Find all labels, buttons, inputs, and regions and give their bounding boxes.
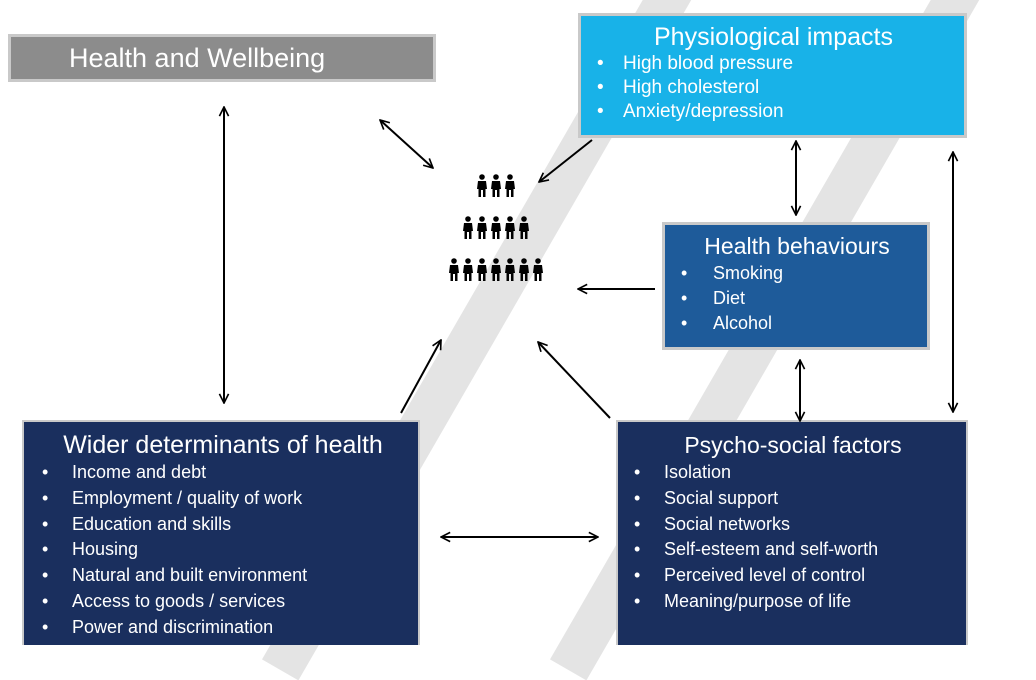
person-icon bbox=[533, 258, 543, 281]
person-icon bbox=[505, 258, 515, 281]
person-icon bbox=[477, 216, 487, 239]
list-item: Employment / quality of work bbox=[34, 486, 412, 512]
physiological-impacts-list: High blood pressure High cholesterol Anx… bbox=[589, 52, 958, 124]
physiological-impacts-box: Physiological impacts High blood pressur… bbox=[578, 13, 967, 138]
list-item: Power and discrimination bbox=[34, 615, 412, 641]
list-item: Housing bbox=[34, 537, 412, 563]
person-icon bbox=[491, 258, 501, 281]
person-icon bbox=[505, 216, 515, 239]
health-behaviours-list: Smoking Diet Alcohol bbox=[673, 261, 921, 336]
person-icon bbox=[519, 216, 529, 239]
person-icon bbox=[449, 258, 459, 281]
list-item: Alcohol bbox=[673, 311, 921, 336]
person-icon bbox=[519, 258, 529, 281]
health-behaviours-box: Health behaviours Smoking Diet Alcohol bbox=[662, 222, 930, 350]
list-item: Natural and built environment bbox=[34, 563, 412, 589]
person-icon bbox=[463, 216, 473, 239]
list-item: Isolation bbox=[626, 460, 960, 486]
psycho-social-box: Psycho-social factors Isolation Social s… bbox=[616, 420, 968, 645]
list-item: Social support bbox=[626, 486, 960, 512]
person-icon bbox=[463, 258, 473, 281]
person-icon bbox=[491, 174, 501, 197]
health-behaviours-title: Health behaviours bbox=[704, 233, 890, 259]
person-icon bbox=[477, 174, 487, 197]
health-wellbeing-title: Health and Wellbeing bbox=[69, 43, 326, 73]
wider-determinants-title: Wider determinants of health bbox=[63, 431, 383, 459]
list-item: Perceived level of control bbox=[626, 563, 960, 589]
people-pyramid-icon bbox=[449, 174, 543, 281]
person-icon bbox=[477, 258, 487, 281]
physiological-impacts-title: Physiological impacts bbox=[654, 23, 893, 51]
list-item: Social networks bbox=[626, 512, 960, 538]
list-item: Income and debt bbox=[34, 460, 412, 486]
list-item: Smoking bbox=[673, 261, 921, 286]
health-wellbeing-box: Health and Wellbeing bbox=[8, 34, 436, 82]
list-item: Meaning/purpose of life bbox=[626, 589, 960, 615]
arrow-physio-to-people bbox=[539, 139, 593, 182]
person-icon bbox=[505, 174, 515, 197]
list-item: High cholesterol bbox=[589, 76, 958, 100]
list-item: Anxiety/depression bbox=[589, 100, 958, 124]
list-item: Self-esteem and self-worth bbox=[626, 537, 960, 563]
arrow-health-to-people bbox=[380, 120, 433, 168]
list-item: Diet bbox=[673, 286, 921, 311]
psycho-social-title: Psycho-social factors bbox=[684, 432, 902, 458]
arrow-wider-to-people bbox=[400, 340, 441, 414]
list-item: Education and skills bbox=[34, 512, 412, 538]
connector-arrows bbox=[0, 0, 1036, 645]
wider-determinants-box: Wider determinants of health Income and … bbox=[22, 420, 420, 645]
list-item: High blood pressure bbox=[589, 52, 958, 76]
person-icon bbox=[491, 216, 501, 239]
wider-determinants-list: Income and debt Employment / quality of … bbox=[34, 460, 412, 641]
psycho-social-list: Isolation Social support Social networks… bbox=[626, 460, 960, 615]
arrow-psycho-to-people bbox=[538, 342, 611, 419]
list-item: Access to goods / services bbox=[34, 589, 412, 615]
